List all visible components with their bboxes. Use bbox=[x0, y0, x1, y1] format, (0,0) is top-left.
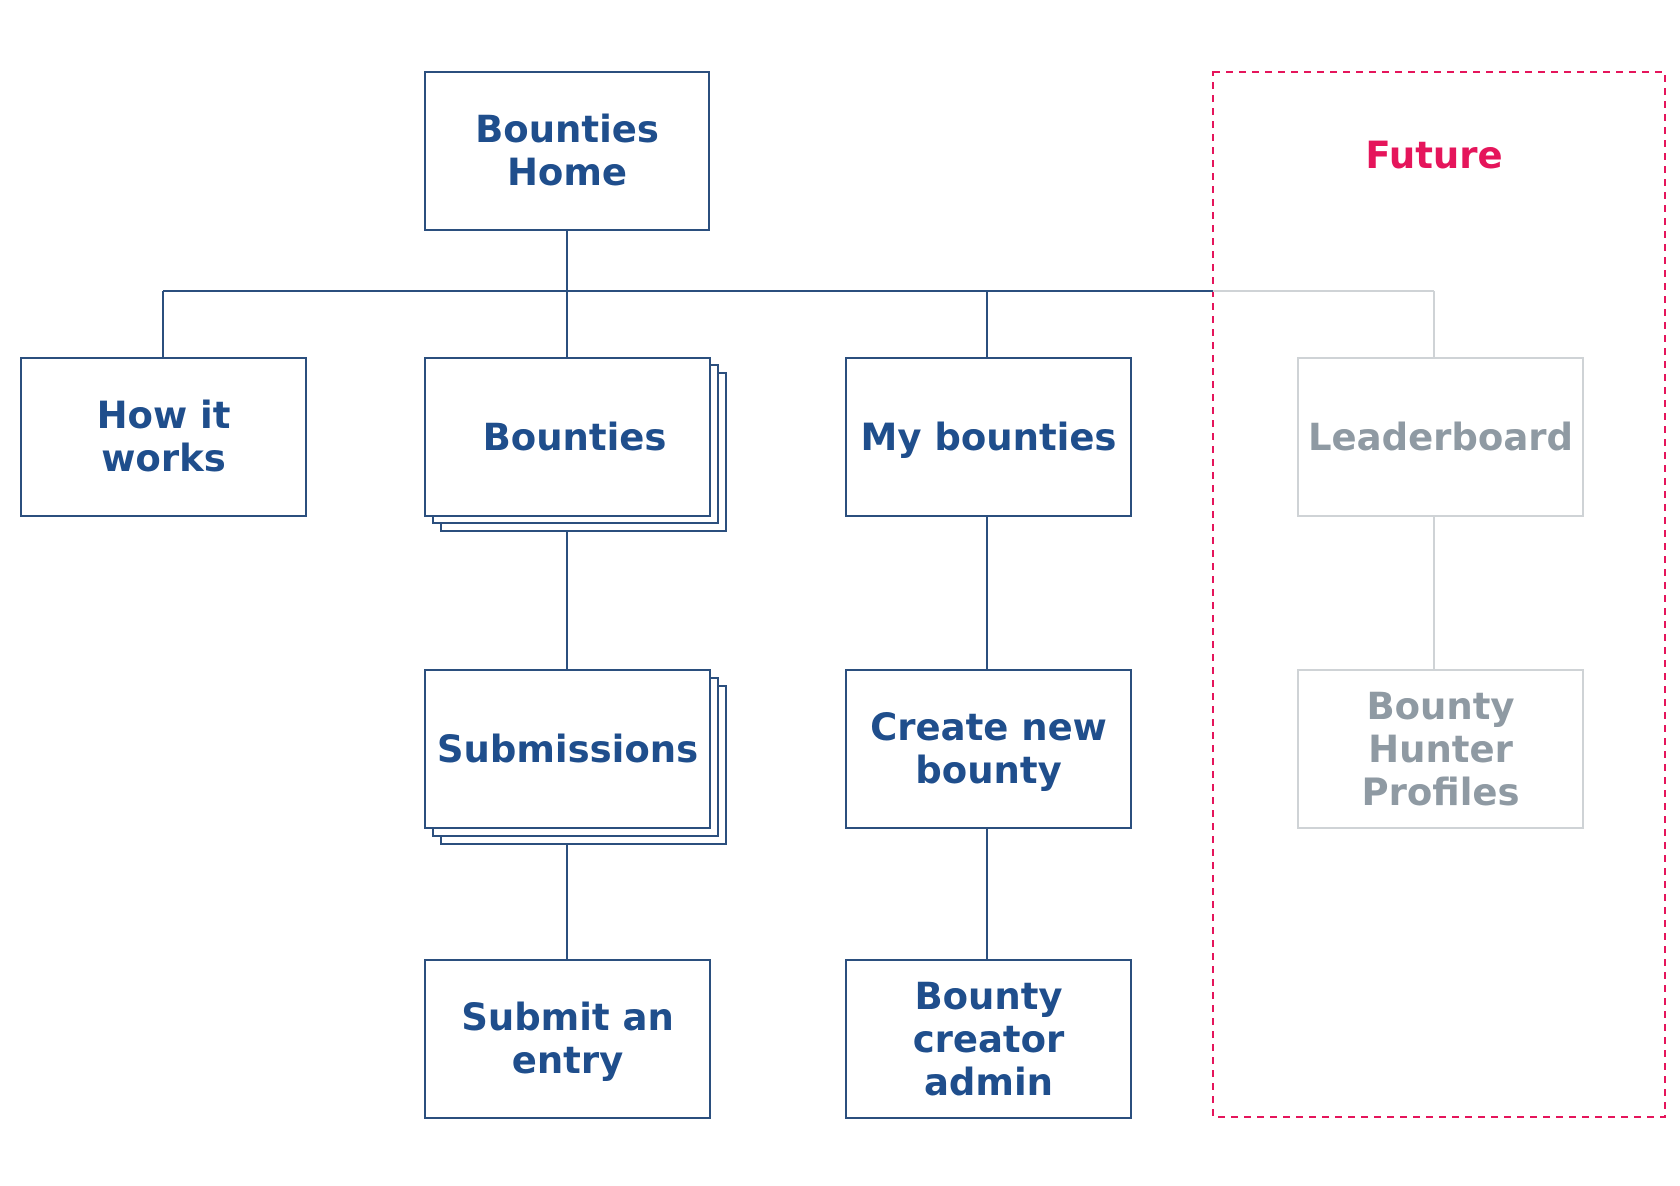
node-my-bounties[interactable]: My bounties bbox=[845, 357, 1132, 517]
node-label: Submit an entry bbox=[461, 996, 674, 1082]
node-label: Bounties Home bbox=[475, 108, 659, 194]
node-bounties-home[interactable]: Bounties Home bbox=[424, 71, 710, 231]
node-bounty-creator-admin[interactable]: Bounty creator admin bbox=[845, 959, 1132, 1119]
node-submissions[interactable]: Submissions bbox=[424, 669, 711, 829]
node-bounty-hunter-profiles[interactable]: Bounty Hunter Profiles bbox=[1297, 669, 1584, 829]
node-label: How it works bbox=[96, 394, 231, 480]
node-how-it-works[interactable]: How it works bbox=[20, 357, 307, 517]
node-label: Leaderboard bbox=[1307, 415, 1574, 459]
node-create-new-bounty[interactable]: Create new bounty bbox=[845, 669, 1132, 829]
future-region-title: Future bbox=[1365, 134, 1503, 177]
node-label: Submissions bbox=[436, 727, 699, 771]
node-label: Bounty Hunter Profiles bbox=[1361, 684, 1520, 814]
future-region-border bbox=[1212, 71, 1666, 1118]
node-label: Bounty creator admin bbox=[912, 974, 1065, 1104]
node-label: My bounties bbox=[860, 415, 1117, 459]
node-leaderboard[interactable]: Leaderboard bbox=[1297, 357, 1584, 517]
node-label: Create new bounty bbox=[870, 706, 1107, 792]
node-submit-an-entry[interactable]: Submit an entry bbox=[424, 959, 711, 1119]
node-label: Bounties bbox=[482, 415, 667, 459]
node-bounties[interactable]: Bounties bbox=[424, 357, 711, 517]
